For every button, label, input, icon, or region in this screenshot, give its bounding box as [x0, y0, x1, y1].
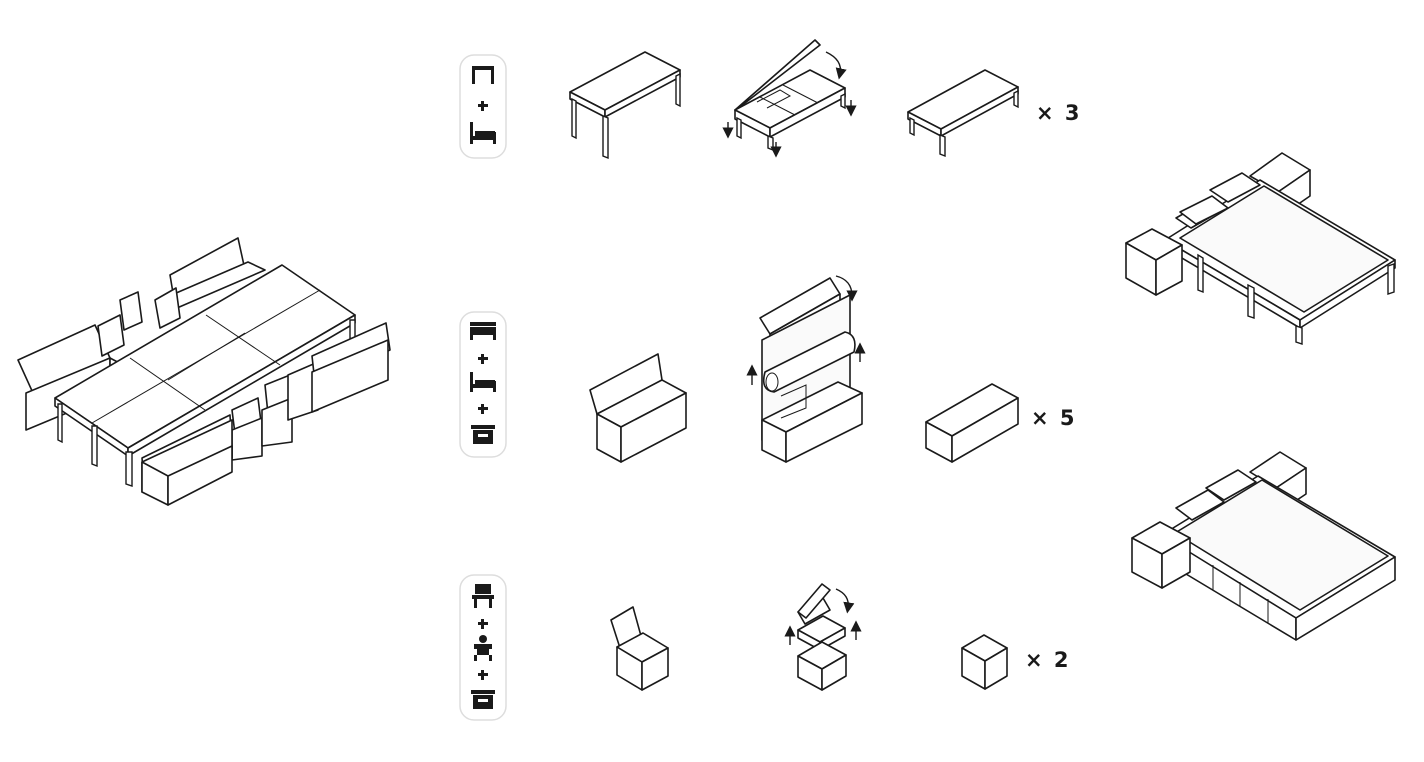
plus-icon — [478, 404, 488, 414]
row1-quantity-label: × 3 — [1036, 101, 1082, 125]
icon-panel-row2 — [459, 311, 507, 458]
row3-cube-collapsed — [961, 634, 1008, 690]
row3-cube-opening — [784, 583, 862, 691]
plus-icon — [478, 354, 488, 364]
person-icon — [474, 635, 492, 661]
bed-on-legs-illustration — [1125, 152, 1396, 345]
back-chair-1 — [97, 287, 181, 357]
plus-icon — [478, 101, 488, 111]
dining-table — [54, 264, 356, 487]
row2-bench-opening — [746, 275, 866, 463]
plus-icon — [478, 670, 488, 680]
row1-table-collapsed — [907, 69, 1019, 158]
table-icon — [472, 66, 494, 84]
bench-icon — [470, 322, 496, 340]
storage-box-icon — [471, 690, 495, 709]
front-bench-left — [141, 414, 233, 506]
row1-table-opening — [722, 39, 857, 158]
icon-panel-row1 — [459, 54, 507, 159]
plus-icon — [478, 619, 488, 629]
dining-assembly-illustration — [17, 237, 391, 506]
icon-panel-row3 — [459, 574, 507, 721]
storage-box-icon — [471, 425, 495, 444]
bed-on-boxes-illustration — [1131, 451, 1396, 641]
row3-cube-chair-assembled — [610, 606, 669, 691]
front-chairs — [231, 361, 319, 461]
row3-quantity-label: × 2 — [1025, 648, 1071, 672]
row2-bench-assembled — [589, 353, 687, 463]
row2-quantity-label: × 5 — [1031, 406, 1077, 430]
front-bench-right — [311, 322, 391, 413]
row1-table-assembled — [569, 51, 681, 160]
chair-icon — [472, 584, 494, 608]
row2-bench-collapsed — [925, 383, 1019, 463]
bed-icon — [470, 372, 496, 392]
bed-icon — [470, 122, 496, 144]
